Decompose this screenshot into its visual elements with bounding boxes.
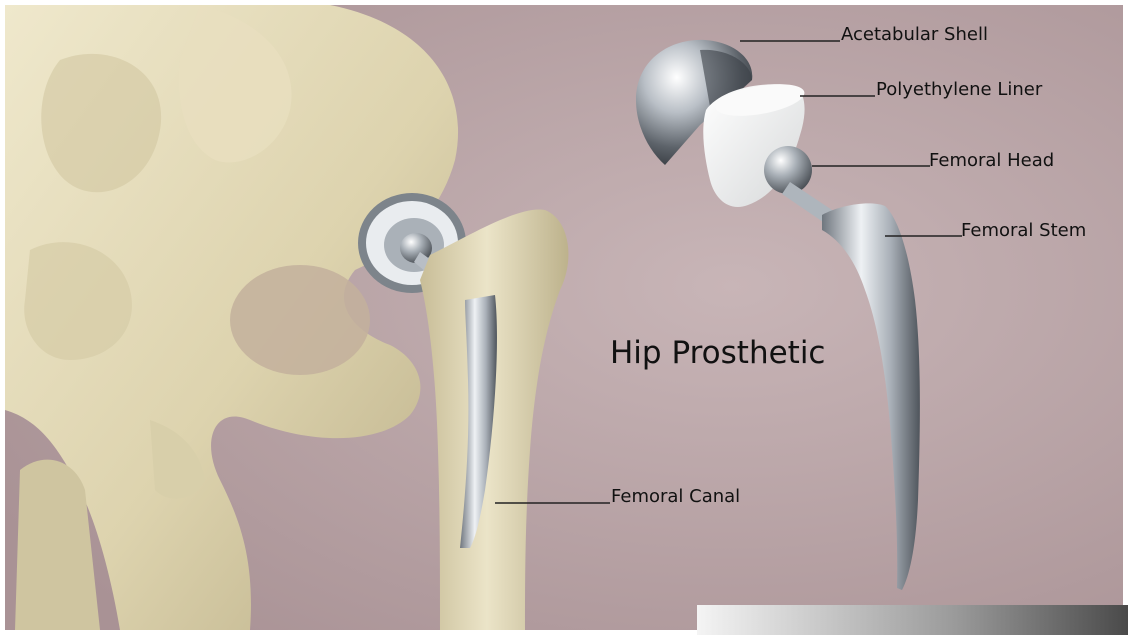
label-femoral-stem: Femoral Stem — [961, 220, 1086, 241]
label-polyethylene-liner: Polyethylene Liner — [876, 79, 1042, 100]
xray-thumbnail — [697, 605, 1128, 635]
label-femoral-head: Femoral Head — [929, 150, 1054, 171]
label-acetabular-shell: Acetabular Shell — [841, 24, 988, 45]
figure-title: Hip Prosthetic — [610, 335, 825, 371]
label-femoral-canal: Femoral Canal — [611, 486, 740, 507]
